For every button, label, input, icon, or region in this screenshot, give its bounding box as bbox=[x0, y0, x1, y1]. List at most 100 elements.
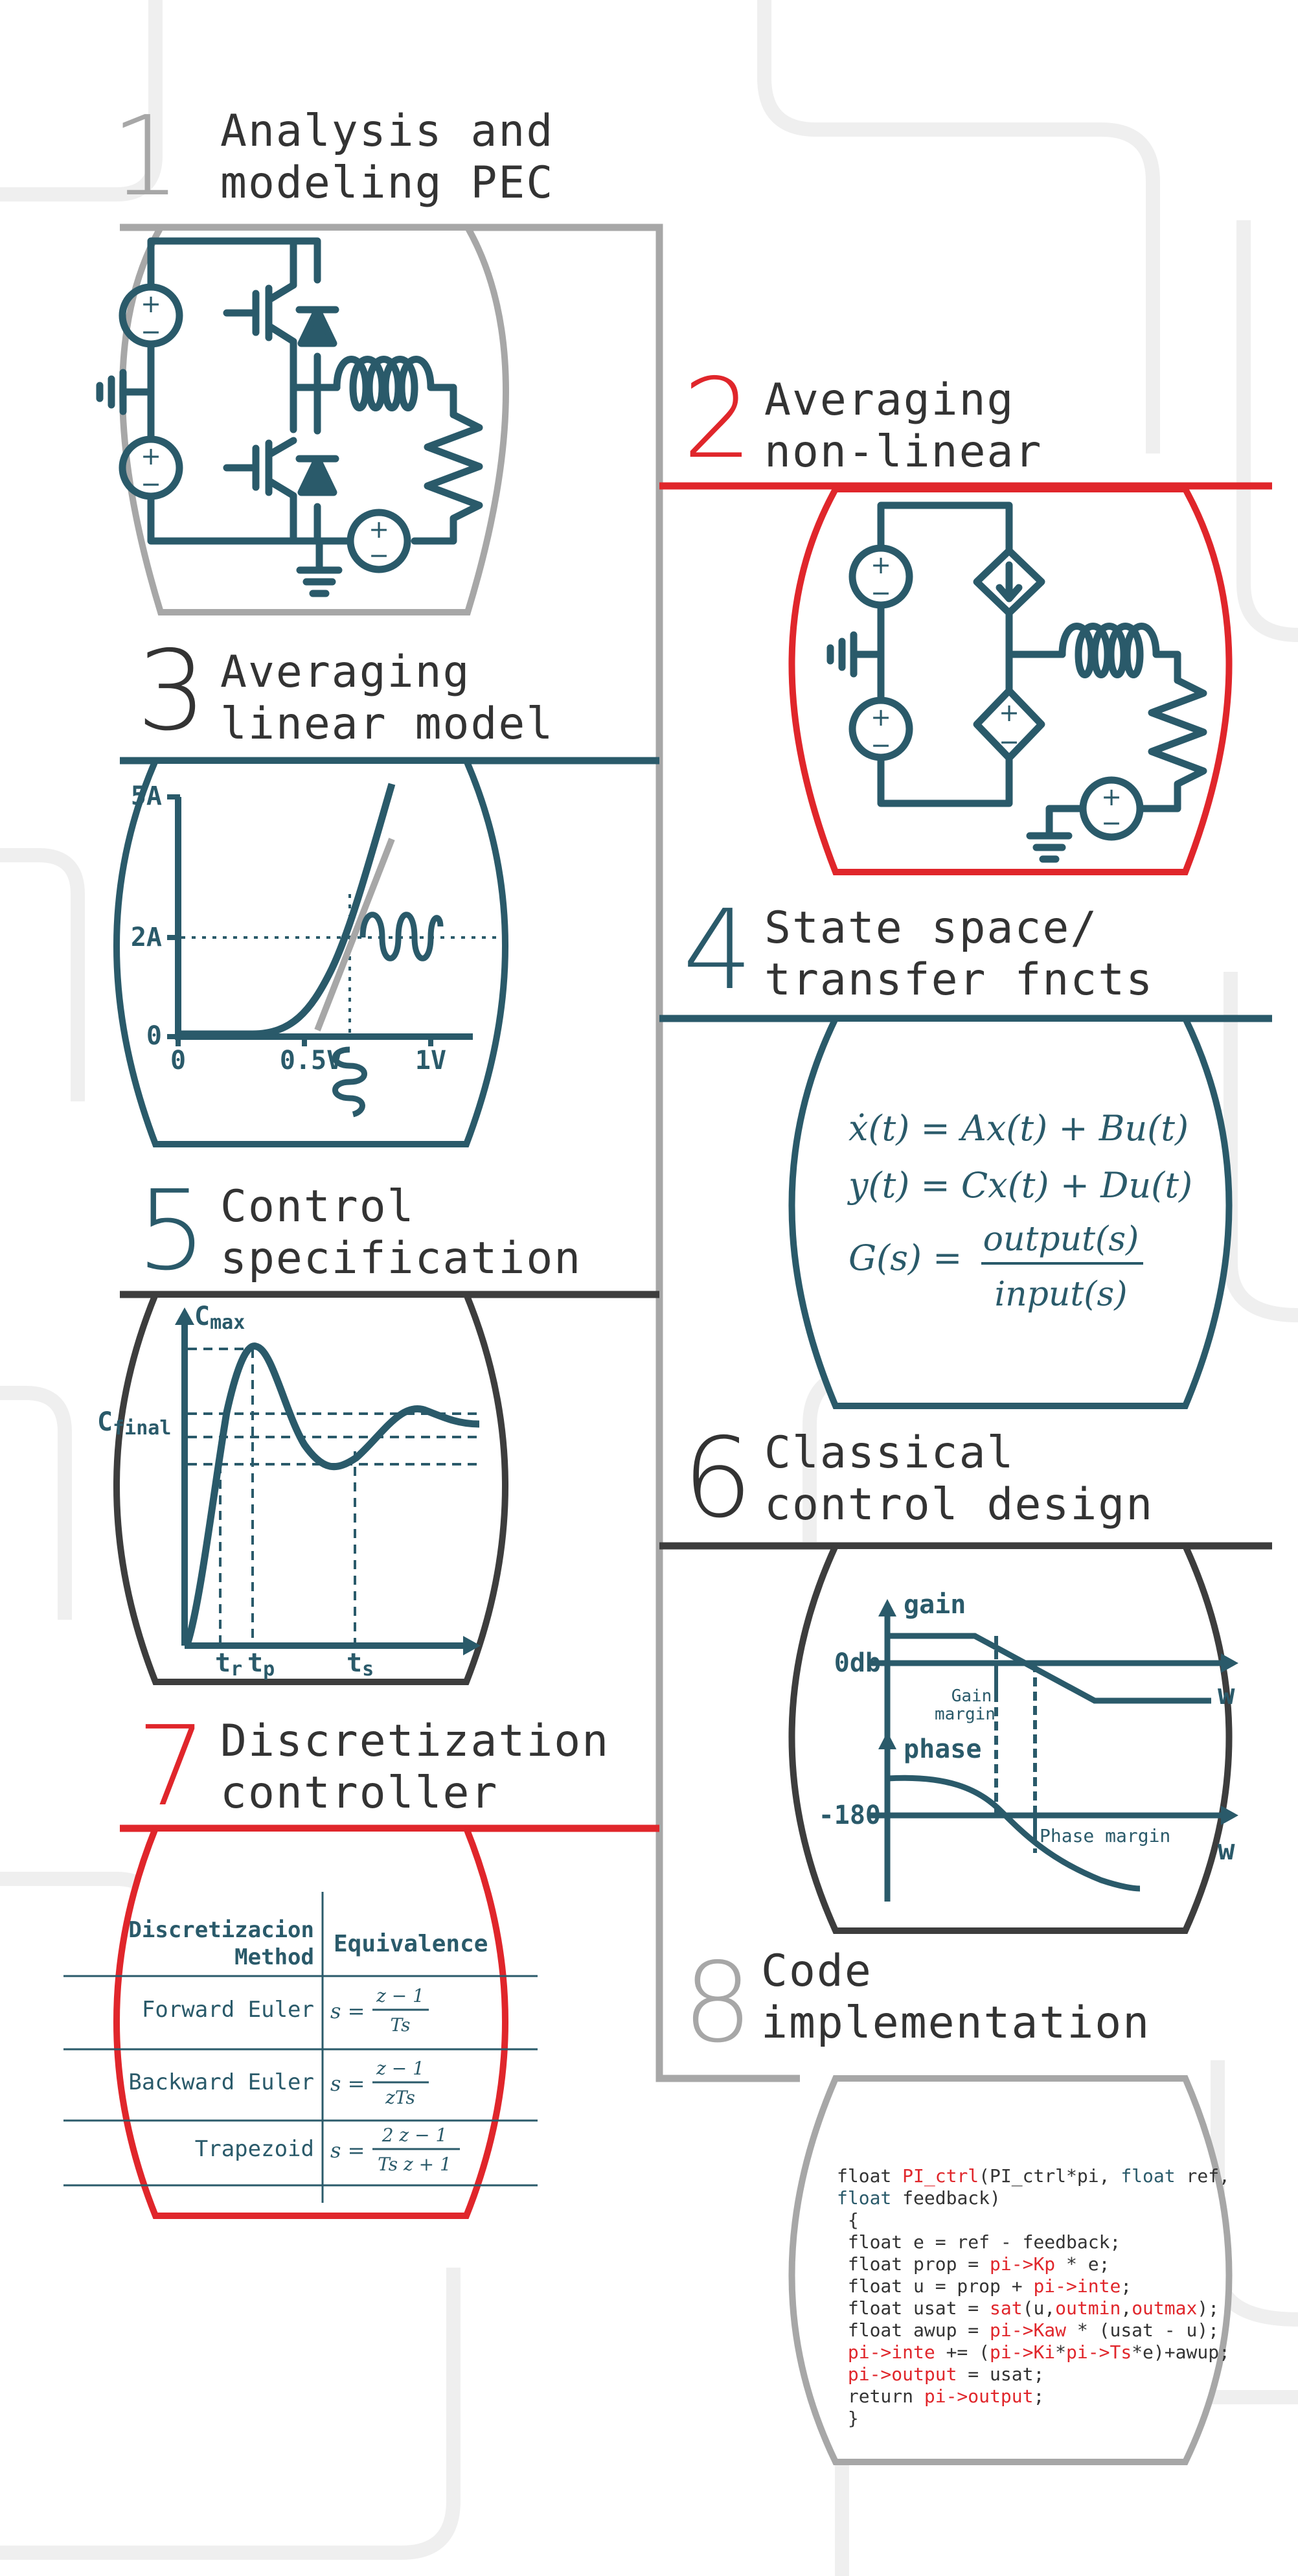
gain-margin-label-2: margin bbox=[935, 1705, 996, 1724]
code-line: float u = prop + pi->inte; bbox=[837, 2275, 1132, 2297]
x-tick-1v: 1V bbox=[415, 1046, 446, 1075]
capsule-4 bbox=[788, 1015, 1233, 1409]
step-title-7a: Discretization bbox=[220, 1716, 609, 1767]
svg-text:+: + bbox=[141, 290, 161, 318]
transfer-denominator: input(s) bbox=[994, 1275, 1127, 1314]
table-row-den: Ts bbox=[390, 2014, 410, 2036]
x-axis-arrow bbox=[463, 1636, 481, 1655]
step-title-8b: implementation bbox=[761, 1997, 1150, 2049]
inductor-icon bbox=[333, 356, 457, 419]
code-line: float awup = pi->Kaw * (usat - u); bbox=[837, 2319, 1219, 2341]
y-axis-arrow bbox=[175, 1307, 194, 1325]
diode-curve bbox=[178, 783, 396, 1038]
y-tick-2a: 2A bbox=[131, 923, 162, 952]
code-line: pi->output = usat; bbox=[837, 2363, 1044, 2385]
code-token: float e = ref - feedback; bbox=[837, 2231, 1121, 2253]
step-number-4: 4 bbox=[683, 886, 753, 1015]
svg-text:+: + bbox=[141, 442, 161, 470]
table-row-num: 2 z − 1 bbox=[381, 2124, 448, 2146]
svg-text:−: − bbox=[871, 579, 891, 607]
svg-text:+: + bbox=[1101, 783, 1122, 811]
tr-label: tr bbox=[215, 1648, 242, 1681]
code-token: float awup = bbox=[837, 2319, 990, 2341]
svg-text:−: − bbox=[1101, 809, 1122, 837]
code-token: *e)+awup; bbox=[1132, 2341, 1230, 2363]
zero-db-label: 0db bbox=[834, 1648, 881, 1678]
code-block: float PI_ctrl(PI_ctrl*pi, float ref,floa… bbox=[837, 2165, 1230, 2429]
capsule-7 bbox=[113, 1825, 508, 2219]
nonlinear-circuit bbox=[826, 501, 1207, 863]
code-line: pi->inte += (pi->Ki*pi->Ts*e)+awup; bbox=[837, 2341, 1230, 2363]
x-tick-05v: 0.5V bbox=[280, 1046, 342, 1075]
phase-curve bbox=[887, 1775, 1141, 1892]
ground-icon-left-2 bbox=[826, 631, 858, 678]
cmax-label: Cmax bbox=[194, 1302, 245, 1334]
code-line: return pi->output; bbox=[837, 2386, 1044, 2407]
diode-top bbox=[297, 306, 337, 347]
nonlinear-signs: +− +− +− +− bbox=[871, 551, 1122, 837]
step-response-plot: Cmax Cfinal tr tp ts bbox=[97, 1302, 481, 1681]
code-token: } bbox=[837, 2408, 859, 2429]
resistor-icon bbox=[411, 411, 483, 545]
cfinal-label: Cfinal bbox=[97, 1407, 171, 1440]
code-token: float bbox=[1121, 2165, 1175, 2187]
code-token: * e; bbox=[1055, 2253, 1110, 2275]
step-title-8a: Code bbox=[761, 1946, 872, 1997]
code-token: { bbox=[837, 2209, 859, 2231]
code-token: += ( bbox=[935, 2341, 990, 2363]
table-row-den: Ts z + 1 bbox=[378, 2154, 451, 2175]
table-row-den: zTs bbox=[385, 2087, 415, 2108]
step-title-1a: Analysis and bbox=[220, 106, 554, 157]
code-token: ; bbox=[1033, 2386, 1044, 2407]
code-token: ; bbox=[1121, 2275, 1132, 2297]
code-token: = usat; bbox=[957, 2363, 1044, 2385]
code-token: float bbox=[837, 2187, 891, 2209]
w-label-gain: w bbox=[1218, 1678, 1235, 1711]
tangent-line bbox=[314, 838, 395, 1031]
svg-text:+: + bbox=[871, 551, 891, 579]
code-line: float PI_ctrl(PI_ctrl*pi, float ref, bbox=[837, 2165, 1230, 2187]
table-header-equivalence: Equivalence bbox=[334, 1931, 488, 1957]
step-title-6a: Classical bbox=[764, 1427, 1014, 1478]
step-title-1b: modeling PEC bbox=[220, 157, 554, 209]
code-token: pi->inte bbox=[848, 2341, 935, 2363]
step-title-2a: Averaging bbox=[764, 374, 1014, 426]
table-row-method: Trapezoid bbox=[195, 2136, 314, 2162]
phase-x-arrow bbox=[1221, 1806, 1238, 1825]
dependent-voltage-source bbox=[973, 687, 1045, 762]
ts-label: ts bbox=[347, 1648, 374, 1681]
table-row-lhs: s = bbox=[330, 2071, 365, 2096]
step-number-8: 8 bbox=[683, 1939, 753, 2067]
step-title-4a: State space/ bbox=[764, 903, 1098, 954]
table-row-lhs: s = bbox=[330, 2138, 365, 2163]
phase-axis-arrow bbox=[878, 1732, 896, 1749]
table-row-method: Forward Euler bbox=[142, 1997, 314, 2023]
code-token: return bbox=[837, 2386, 924, 2407]
capsule-5 bbox=[113, 1291, 508, 1685]
code-token: * (usat - u); bbox=[1066, 2319, 1219, 2341]
table-header-method-2: Method bbox=[234, 1944, 314, 1970]
step-response-curve bbox=[184, 1342, 480, 1644]
small-signal-wave bbox=[359, 912, 444, 961]
step-number-2: 2 bbox=[683, 355, 753, 483]
code-token: float usat = bbox=[837, 2297, 990, 2319]
ground-icon-left bbox=[96, 369, 127, 415]
step-title-5a: Control bbox=[220, 1181, 415, 1232]
minus180-label: -180 bbox=[819, 1800, 881, 1830]
code-line: float e = ref - feedback; bbox=[837, 2231, 1121, 2253]
code-token: (u, bbox=[1023, 2297, 1056, 2319]
code-token: float prop = bbox=[837, 2253, 990, 2275]
svg-text:−: − bbox=[141, 317, 161, 346]
bode-plot: gain phase 0db -180 w w Gain margin Phas… bbox=[819, 1590, 1238, 1902]
step-title-5b: specification bbox=[220, 1233, 582, 1284]
state-space-equations: ẋ(t) = Ax(t) + Bu(t) y(t) = Cx(t) + Du(t… bbox=[847, 1108, 1192, 1314]
svg-text:−: − bbox=[369, 541, 389, 569]
inductor-icon-2 bbox=[1058, 623, 1181, 684]
table-row-num: z − 1 bbox=[376, 1985, 424, 2007]
small-signal-wave-vertical bbox=[332, 1046, 367, 1118]
pec-circuit bbox=[96, 237, 483, 597]
transfer-numerator: output(s) bbox=[983, 1220, 1139, 1259]
code-token: float bbox=[837, 2165, 902, 2187]
linearization-plot: 5A 2A 0 0 0.5V 1V bbox=[131, 781, 499, 1118]
code-line: } bbox=[837, 2408, 859, 2429]
